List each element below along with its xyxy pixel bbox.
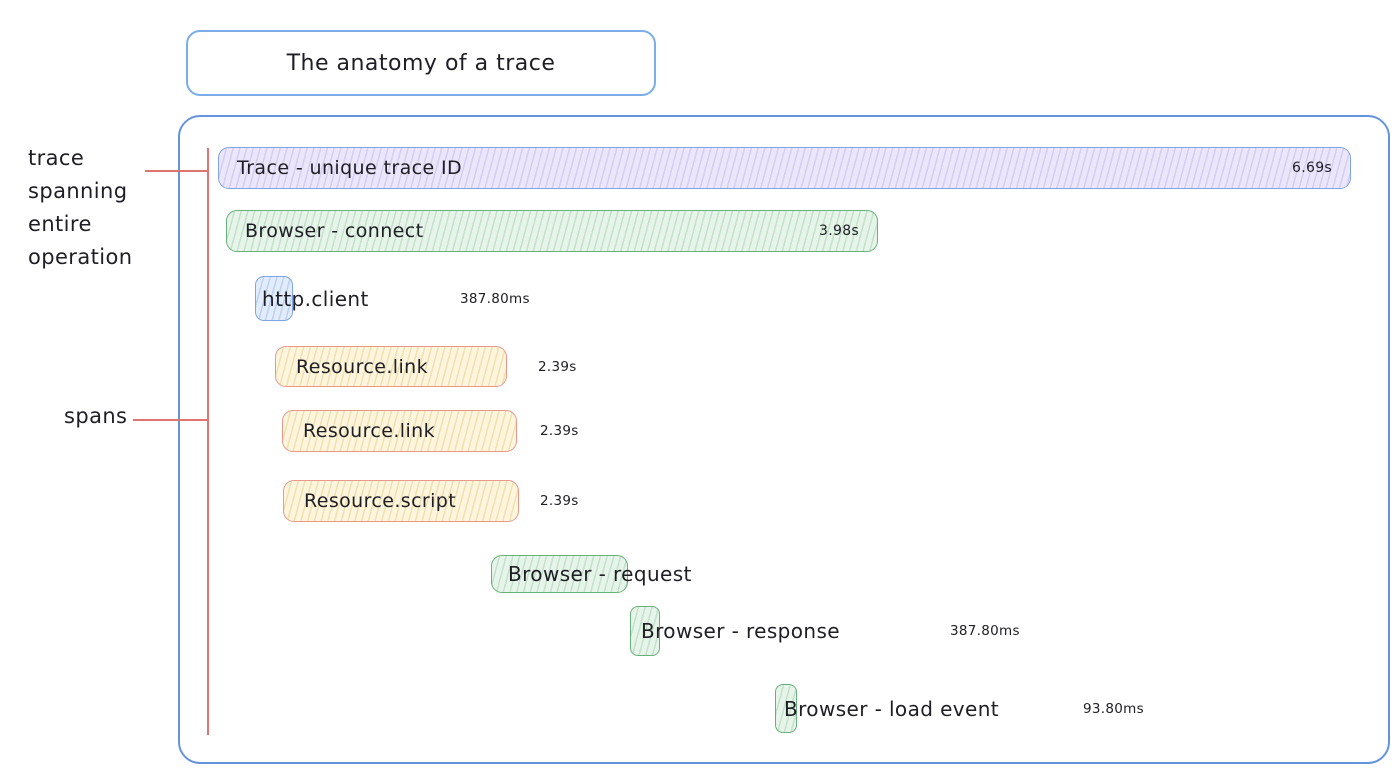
- spans-annotation-label: spans: [64, 404, 128, 428]
- trace-annotation-label: trace spanning entire operation: [28, 146, 133, 269]
- title-box: The anatomy of a trace: [186, 30, 656, 96]
- span-http-client-box: [255, 276, 293, 321]
- span-browser-request-box: [491, 555, 628, 593]
- span-browser-load-event-box: [775, 684, 797, 733]
- span-resource-link-2-duration: 2.39s: [540, 423, 579, 439]
- trace-bar: Trace - unique trace ID 6.69s: [218, 147, 1351, 189]
- diagram-container: [178, 115, 1390, 764]
- span-http-client-label: http.client: [262, 286, 369, 311]
- span-resource-link-1-label: Resource.link: [296, 355, 428, 378]
- span-browser-response-duration: 387.80ms: [950, 623, 1020, 639]
- trace-bar-label: Trace - unique trace ID: [237, 157, 463, 179]
- trace-bar-duration: 6.69s: [1292, 160, 1332, 176]
- span-resource-link-1-duration: 2.39s: [538, 358, 577, 375]
- span-browser-response-box: [630, 606, 660, 656]
- span-resource-link-2-label: Resource.link: [303, 420, 435, 442]
- span-resource-link-2-box: Resource.link: [282, 410, 517, 452]
- span-http-client-duration: 387.80ms: [460, 290, 530, 307]
- span-resource-script-duration: 2.39s: [540, 493, 579, 509]
- span-browser-connect: Browser - connect 3.98s: [226, 210, 878, 252]
- span-resource-link-1-box: Resource.link: [275, 346, 507, 387]
- span-resource-script-box: Resource.script: [283, 480, 519, 522]
- span-browser-request-label: Browser - request: [508, 562, 692, 586]
- spans-annotation-connector-line: [133, 419, 209, 421]
- span-browser-response-label: Browser - response: [641, 619, 841, 643]
- trace-annotation-connector-line: [145, 170, 209, 172]
- span-browser-connect-label: Browser - connect: [245, 220, 424, 242]
- span-resource-script-label: Resource.script: [304, 490, 457, 512]
- span-browser-connect-duration: 3.98s: [819, 223, 859, 239]
- span-browser-load-event-label: Browser - load event: [784, 696, 1000, 721]
- diagram-title: The anatomy of a trace: [286, 50, 556, 76]
- span-browser-load-event-duration: 93.80ms: [1083, 700, 1144, 717]
- spans-bracket-line: [207, 148, 209, 735]
